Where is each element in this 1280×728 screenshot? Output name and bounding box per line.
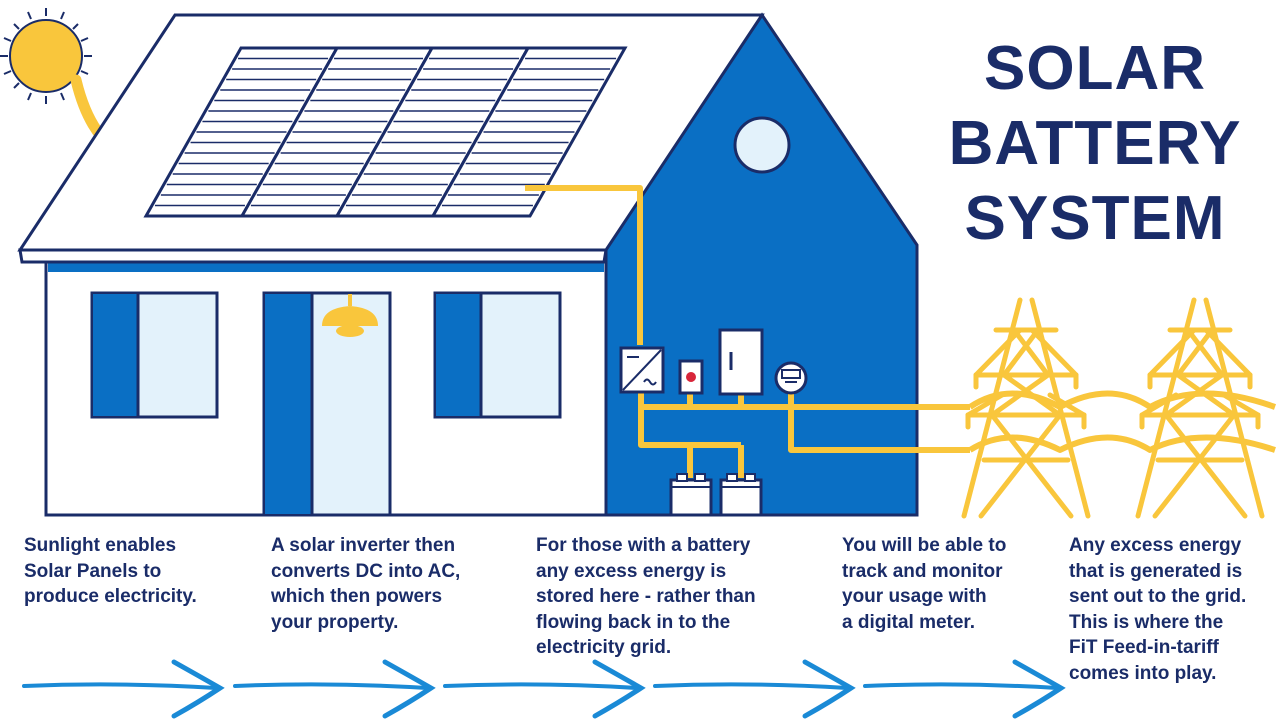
arrow-right-icon: [233, 659, 436, 719]
window-left: [90, 291, 219, 419]
switchboard-icon: [718, 328, 764, 396]
solar-panel-icon: [143, 46, 628, 218]
step-meter-caption: You will be able to track and monitor yo…: [842, 535, 1007, 633]
porch-lamp-icon: [322, 294, 378, 337]
round-window: [733, 116, 791, 174]
arrow-right-icon: [653, 659, 856, 719]
arrow-right-icon: [863, 659, 1066, 719]
step-inverter-caption: A solar inverter then converts DC into A…: [271, 535, 461, 633]
battery-icon: [669, 473, 713, 517]
step-battery-caption: For those with a battery any excess ener…: [536, 535, 756, 658]
title-line-2: BATTERY: [948, 109, 1242, 178]
digital-meter-icon: [774, 361, 808, 395]
battery-icon: [719, 473, 763, 517]
window-right: [433, 291, 562, 419]
switch-icon: [678, 359, 704, 395]
step-grid-caption: Any excess energy that is generated is s…: [1069, 535, 1247, 684]
title-line-3: SYSTEM: [964, 184, 1226, 253]
pylon-icon: [1135, 297, 1265, 519]
inverter-icon: [619, 346, 665, 394]
pylon-icon: [961, 297, 1091, 519]
solar-panel-module: [334, 46, 531, 218]
step-sunlight-caption: Sunlight enables Solar Panels to produce…: [24, 535, 197, 607]
solar-panel-module: [430, 46, 628, 218]
arrow-right-icon: [443, 659, 646, 719]
arrow-right-icon: [22, 659, 225, 719]
door: [262, 291, 392, 517]
title-line-1: SOLAR: [984, 34, 1206, 103]
